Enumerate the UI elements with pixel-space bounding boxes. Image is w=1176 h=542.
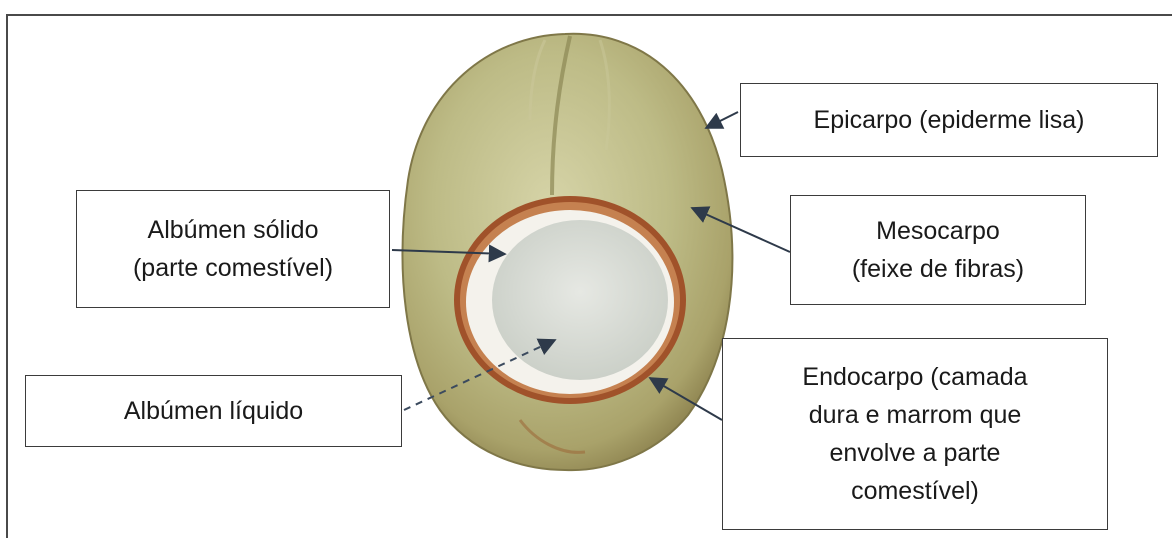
label-albumen-liquido-text: Albúmen líquido	[124, 392, 303, 430]
label-endocarpo-line2: dura e marrom que	[802, 396, 1027, 434]
label-albumen-solido-line2: (parte comestível)	[133, 249, 333, 287]
label-albumen-solido: Albúmen sólido (parte comestível)	[76, 190, 390, 308]
label-endocarpo-line1: Endocarpo (camada	[802, 358, 1027, 396]
arrow-epicarpo	[706, 112, 738, 128]
label-endocarpo: Endocarpo (camada dura e marrom que envo…	[722, 338, 1108, 530]
label-mesocarpo: Mesocarpo (feixe de fibras)	[790, 195, 1086, 305]
label-mesocarpo-line2: (feixe de fibras)	[852, 250, 1024, 288]
label-endocarpo-line4: comestível)	[802, 472, 1027, 510]
label-endocarpo-line3: envolve a parte	[802, 434, 1027, 472]
label-albumen-solido-line1: Albúmen sólido	[133, 211, 333, 249]
liquid-albumen-cavity	[492, 220, 668, 380]
label-epicarpo: Epicarpo (epiderme lisa)	[740, 83, 1158, 157]
label-albumen-liquido: Albúmen líquido	[25, 375, 402, 447]
label-mesocarpo-line1: Mesocarpo	[852, 212, 1024, 250]
label-epicarpo-text: Epicarpo (epiderme lisa)	[814, 101, 1085, 139]
